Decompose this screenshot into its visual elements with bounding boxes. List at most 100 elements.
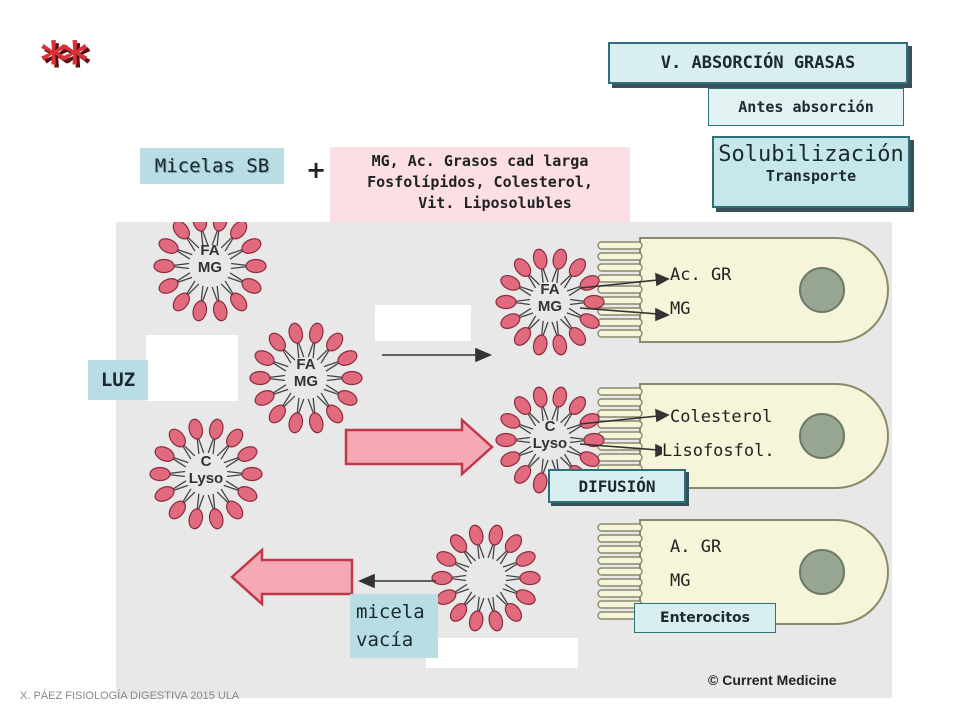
lipid-head: [337, 350, 358, 366]
lipid-head: [154, 446, 175, 462]
lipid-head: [241, 466, 263, 482]
lipid-head: [515, 551, 536, 567]
label-lisofosfol: Lisofosfol.: [662, 441, 775, 461]
lipid-head: [488, 524, 504, 546]
micelle: [149, 418, 263, 530]
microvillus: [597, 318, 643, 327]
label-a-gr: A. GR: [670, 537, 722, 557]
micelle: [249, 322, 363, 434]
lipid-head: [532, 334, 548, 356]
lipid-head: [532, 472, 548, 494]
lipid-head: [500, 313, 521, 329]
component-line: Vit. Liposolubles: [418, 194, 572, 212]
emphasis-stars: **: [40, 31, 88, 92]
micelle-text-fa: FA: [296, 356, 315, 373]
lipid-head: [288, 322, 304, 344]
lipid-head: [515, 589, 536, 605]
cell-label-group-bottom: A. GR MG: [670, 530, 722, 598]
lipid-head: [308, 322, 324, 344]
lipid-head: [436, 551, 457, 567]
lipid-head: [288, 412, 304, 434]
micelle: [153, 222, 267, 322]
absorption-diagram: FA MG FA MG C Lyso FA MG C Lyso: [116, 222, 892, 698]
lipid-head: [552, 334, 568, 356]
lipid-head: [568, 258, 587, 278]
microvillus: [597, 523, 643, 532]
empty-micelle: [431, 524, 541, 632]
label-ac-gr: Ac. GR: [670, 265, 732, 285]
lipid-head: [513, 326, 532, 346]
lipid-head: [468, 610, 484, 632]
label-colesterol: Colesterol: [670, 407, 773, 427]
lipid-head: [495, 432, 517, 448]
lipid-head: [172, 222, 190, 240]
cell-label-group-middle: Colesterol Lisofosfol.: [662, 400, 775, 468]
solubilizacion-label: Solubilización: [718, 142, 904, 167]
lipid-head: [513, 464, 532, 484]
lipid-head: [212, 300, 228, 322]
microvillus: [597, 545, 643, 554]
lipid-head: [504, 534, 523, 554]
microvillus: [597, 567, 643, 576]
microvillus: [597, 329, 643, 338]
lipid-head: [532, 386, 548, 408]
mask-rect: [426, 638, 578, 668]
lipid-head: [168, 428, 186, 448]
lipid-head: [552, 386, 568, 408]
lipid-head: [237, 486, 258, 502]
microvillus: [597, 263, 643, 272]
micelle-text-fa: FA: [200, 242, 219, 259]
lipid-head: [230, 222, 248, 240]
microvillus: [597, 420, 643, 429]
lipid-head: [208, 418, 224, 440]
diffusion-arrow: [344, 417, 494, 477]
lipid-head: [341, 370, 363, 386]
lumen-label: LUZ: [88, 360, 148, 400]
component-line: Fosfolípidos, Colesterol,: [367, 173, 593, 191]
lipid-head: [583, 294, 605, 310]
lipid-head: [153, 258, 175, 274]
micelas-label: Micelas SB: [140, 148, 284, 184]
lipid-head: [519, 570, 541, 586]
microvillus: [597, 274, 643, 283]
lipid-head: [488, 610, 504, 632]
empty-micelle-line: micela: [356, 601, 425, 623]
microvillus: [597, 453, 643, 462]
mask-rect: [375, 305, 471, 341]
lipid-head: [149, 466, 171, 482]
diffusion-label: DIFUSIÓN: [548, 469, 686, 503]
enterocytes-label: Enterocitos: [634, 603, 776, 633]
component-line: MG, Ac. Grasos cad larga: [371, 152, 589, 170]
uptake-arrows: [357, 272, 670, 589]
lipid-head: [268, 404, 286, 424]
lipid-head: [226, 428, 244, 448]
micelle-text-mg: MG: [538, 298, 562, 315]
label-mg: MG: [670, 571, 691, 591]
lipid-head: [579, 451, 600, 467]
microvillus: [597, 241, 643, 250]
lipid-head: [431, 570, 453, 586]
micelle-text-lyso: Lyso: [189, 470, 223, 487]
cell-nucleus: [799, 549, 845, 595]
micelle-text-c: C: [545, 418, 556, 435]
microvillus: [597, 296, 643, 305]
lipid-head: [504, 602, 523, 622]
micelle-text-mg: MG: [294, 373, 318, 390]
lipid-head: [308, 412, 324, 434]
lipid-head: [212, 222, 228, 232]
lipid-head: [500, 413, 521, 429]
lipid-head: [230, 292, 248, 312]
lipid-head: [326, 404, 344, 424]
micelle-text-c: C: [201, 453, 212, 470]
microvillus: [597, 431, 643, 440]
microvillus: [597, 252, 643, 261]
lipid-head: [158, 278, 179, 294]
microvillus: [597, 589, 643, 598]
lipid-head: [226, 500, 244, 520]
lipid-head: [268, 332, 286, 352]
lipid-head: [495, 294, 517, 310]
image-credit: © Current Medicine: [708, 672, 837, 688]
micelle: [495, 248, 605, 356]
microvillus: [597, 285, 643, 294]
empty-micelle-line: vacía: [356, 629, 414, 651]
